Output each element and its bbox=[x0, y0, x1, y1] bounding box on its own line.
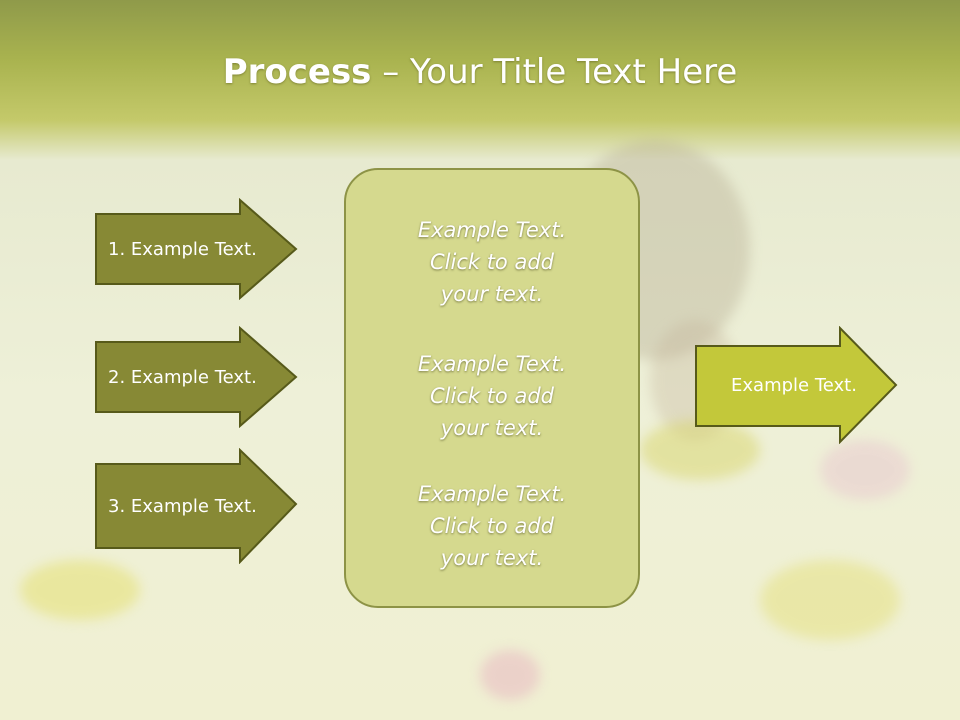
arrow-shape bbox=[695, 326, 898, 444]
arrow-shape bbox=[95, 198, 298, 300]
step-arrow-label: 1. Example Text. bbox=[108, 238, 257, 260]
center-line: your text. bbox=[440, 546, 544, 570]
center-paragraph-2[interactable]: Example Text. Click to add your text. bbox=[346, 348, 638, 444]
slide-title[interactable]: Process – Your Title Text Here bbox=[0, 52, 960, 92]
step-arrow-3[interactable]: 3. Example Text. bbox=[94, 448, 300, 564]
step-arrow-label: 3. Example Text. bbox=[108, 495, 257, 517]
arrow-shape bbox=[95, 448, 298, 564]
center-paragraph-3[interactable]: Example Text. Click to add your text. bbox=[346, 478, 638, 574]
step-arrow-label: 2. Example Text. bbox=[108, 366, 257, 388]
center-paragraph-1[interactable]: Example Text. Click to add your text. bbox=[346, 214, 638, 310]
step-arrow-1[interactable]: 1. Example Text. bbox=[94, 198, 300, 300]
center-line: Example Text. bbox=[417, 482, 567, 506]
title-bold: Process bbox=[222, 52, 372, 92]
center-line: Example Text. bbox=[417, 352, 567, 376]
center-line: Click to add bbox=[429, 514, 554, 538]
arrow-shape bbox=[95, 326, 298, 428]
center-line: your text. bbox=[440, 282, 544, 306]
result-arrow-label: Example Text. bbox=[731, 374, 857, 396]
center-line: Click to add bbox=[429, 384, 554, 408]
center-line: Click to add bbox=[429, 250, 554, 274]
center-line: Example Text. bbox=[417, 218, 567, 242]
title-rest: – Your Title Text Here bbox=[371, 52, 738, 92]
center-line: your text. bbox=[440, 416, 544, 440]
step-arrow-2[interactable]: 2. Example Text. bbox=[94, 326, 300, 428]
center-text-box[interactable]: Example Text. Click to add your text. Ex… bbox=[344, 168, 640, 608]
result-arrow[interactable]: Example Text. bbox=[694, 326, 900, 444]
